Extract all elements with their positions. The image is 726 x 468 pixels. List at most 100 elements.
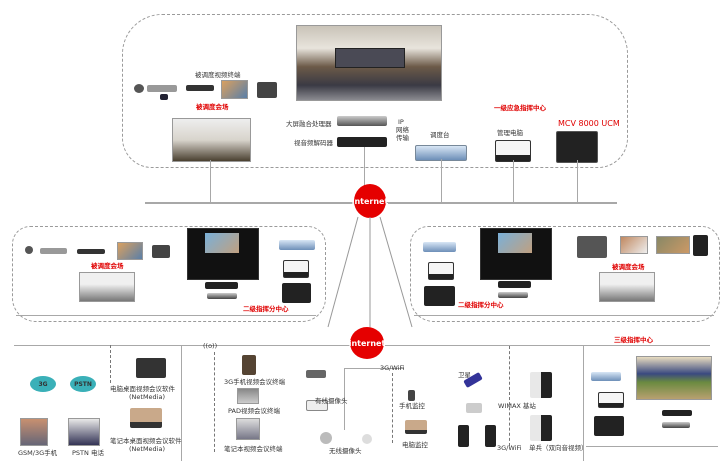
processor-label: 大屏融合处理器 <box>286 120 332 128</box>
camera-bus <box>344 368 345 430</box>
mcu-label: MCV 8000 UCM <box>558 119 620 128</box>
laptop-device <box>428 262 454 280</box>
decoder-device <box>662 422 690 428</box>
desktop-pc-device <box>136 358 166 378</box>
pstn-dashed-link <box>110 345 111 383</box>
console-device <box>279 240 315 250</box>
codec-device <box>40 248 67 254</box>
phone-device <box>693 235 708 256</box>
ip-phone-device <box>257 82 277 98</box>
radio-device <box>485 425 496 447</box>
divider-line <box>181 345 182 461</box>
drop-line <box>210 160 211 202</box>
pc-monitor-device <box>405 420 427 434</box>
video-wall-monitor <box>187 228 259 280</box>
processor-device <box>205 282 238 289</box>
ip-label-1: IP <box>398 118 404 126</box>
gsm-user-photo <box>20 418 48 446</box>
mcu-device <box>424 286 455 306</box>
satellite-vehicle <box>466 403 482 413</box>
ip-label-3: 传输 <box>396 134 409 142</box>
phone-3g-label: 3G手机视频会议终端 <box>224 378 286 386</box>
tier3-center-label: 三级指挥中心 <box>614 336 653 344</box>
wimax-label: WIMAX 基站 <box>498 402 536 410</box>
pad-photo <box>237 388 259 404</box>
terminal-device <box>77 249 105 254</box>
tier1-center-label: 一级应急指挥中心 <box>494 104 546 112</box>
tower-line <box>214 352 215 452</box>
laptop-soft-label: 笔记本桌面视频会议软件 <box>110 437 182 445</box>
desktop-terminal-device <box>577 236 607 258</box>
decoder-label: 视音频解码器 <box>294 139 333 147</box>
desktop-soft-sub: (NetMedia) <box>129 393 166 401</box>
tier1-venue-photo <box>172 118 251 162</box>
pstn-phone-label: PSTN 电话 <box>72 449 104 457</box>
tier2-left-panel <box>12 226 326 322</box>
mcu-device <box>594 416 624 436</box>
laptop-soft-sub: (NetMedia) <box>129 445 166 453</box>
drop-line <box>577 160 578 202</box>
wifi-3g-label: 3G/WiFi <box>497 444 522 452</box>
drop-line <box>513 160 514 202</box>
laptop-device <box>598 392 624 408</box>
tier2-right-center-label: 二级指挥分中心 <box>458 301 504 309</box>
processor-device <box>498 281 531 288</box>
laptop-device <box>283 260 309 278</box>
console-label: 调度台 <box>430 131 450 139</box>
laptop-label: 管理电脑 <box>497 129 523 137</box>
phone-monitor-device <box>408 390 415 401</box>
wired-cam-label: 有线摄像头 <box>315 397 348 405</box>
decoder-device <box>207 293 237 299</box>
pstn-user-photo <box>68 418 100 446</box>
dome-camera <box>362 434 372 444</box>
tier2-left-venue-label: 被调度会场 <box>91 262 124 270</box>
ip-phone-device <box>152 245 170 258</box>
camera-device <box>134 84 144 93</box>
tier2-left-bus <box>16 315 316 316</box>
tier2-right-venue-photo <box>599 272 655 302</box>
cloud-3g: 3G <box>30 376 56 392</box>
bullet-camera <box>306 370 326 378</box>
video-wall-screen <box>498 233 532 253</box>
pad-label: PAD视频会议终端 <box>228 407 280 415</box>
tower-signal: ((o)) <box>203 342 218 350</box>
wifi-line <box>392 373 393 443</box>
decoder-device <box>337 137 387 147</box>
soldier-label: 单兵（双向音视频） <box>529 444 588 452</box>
tier3-room-photo <box>636 356 712 400</box>
camera-bus-top <box>344 368 404 369</box>
control-room-photo <box>296 25 442 101</box>
terminal-device <box>186 85 214 91</box>
tier2-left-center-label: 二级指挥分中心 <box>243 305 289 313</box>
laptop-device <box>495 140 531 162</box>
tier2-right-bus <box>414 315 714 316</box>
desktop-soft-label: 电脑桌面视频会议软件 <box>110 385 175 393</box>
box-camera <box>306 400 328 411</box>
ip-label-2: 网络 <box>396 126 409 134</box>
mcu-device <box>556 131 598 163</box>
soldier-device <box>530 415 552 441</box>
cloud-pstn: PSTN <box>70 376 96 392</box>
small-monitor <box>160 94 168 100</box>
tier1-venue-label: 被调度会场 <box>196 103 229 111</box>
internet-spokes <box>327 216 413 328</box>
satellite-label: 卫星 <box>458 371 471 379</box>
internet-node-bottom: internet <box>349 327 385 359</box>
console-device <box>423 242 456 252</box>
video-wall-graphic <box>335 48 405 68</box>
laptop-device <box>130 408 162 428</box>
video-wall-screen <box>205 233 239 253</box>
notebook-user-photo <box>236 418 260 440</box>
tier2-right-venue-label: 被调度会场 <box>612 263 645 271</box>
phone-3g-device <box>242 355 256 375</box>
tier2-left-venue-photo <box>79 272 135 302</box>
laptop-user-photo <box>620 236 648 254</box>
decoder-device <box>498 292 528 298</box>
radio-device <box>458 425 469 447</box>
drop-line <box>441 159 442 202</box>
processor-device <box>337 116 387 126</box>
tier1-terminal-label: 被调度视频终端 <box>195 71 241 79</box>
dome-camera <box>320 432 332 444</box>
console-device <box>591 372 621 381</box>
internet-node-top: internet <box>352 184 388 218</box>
